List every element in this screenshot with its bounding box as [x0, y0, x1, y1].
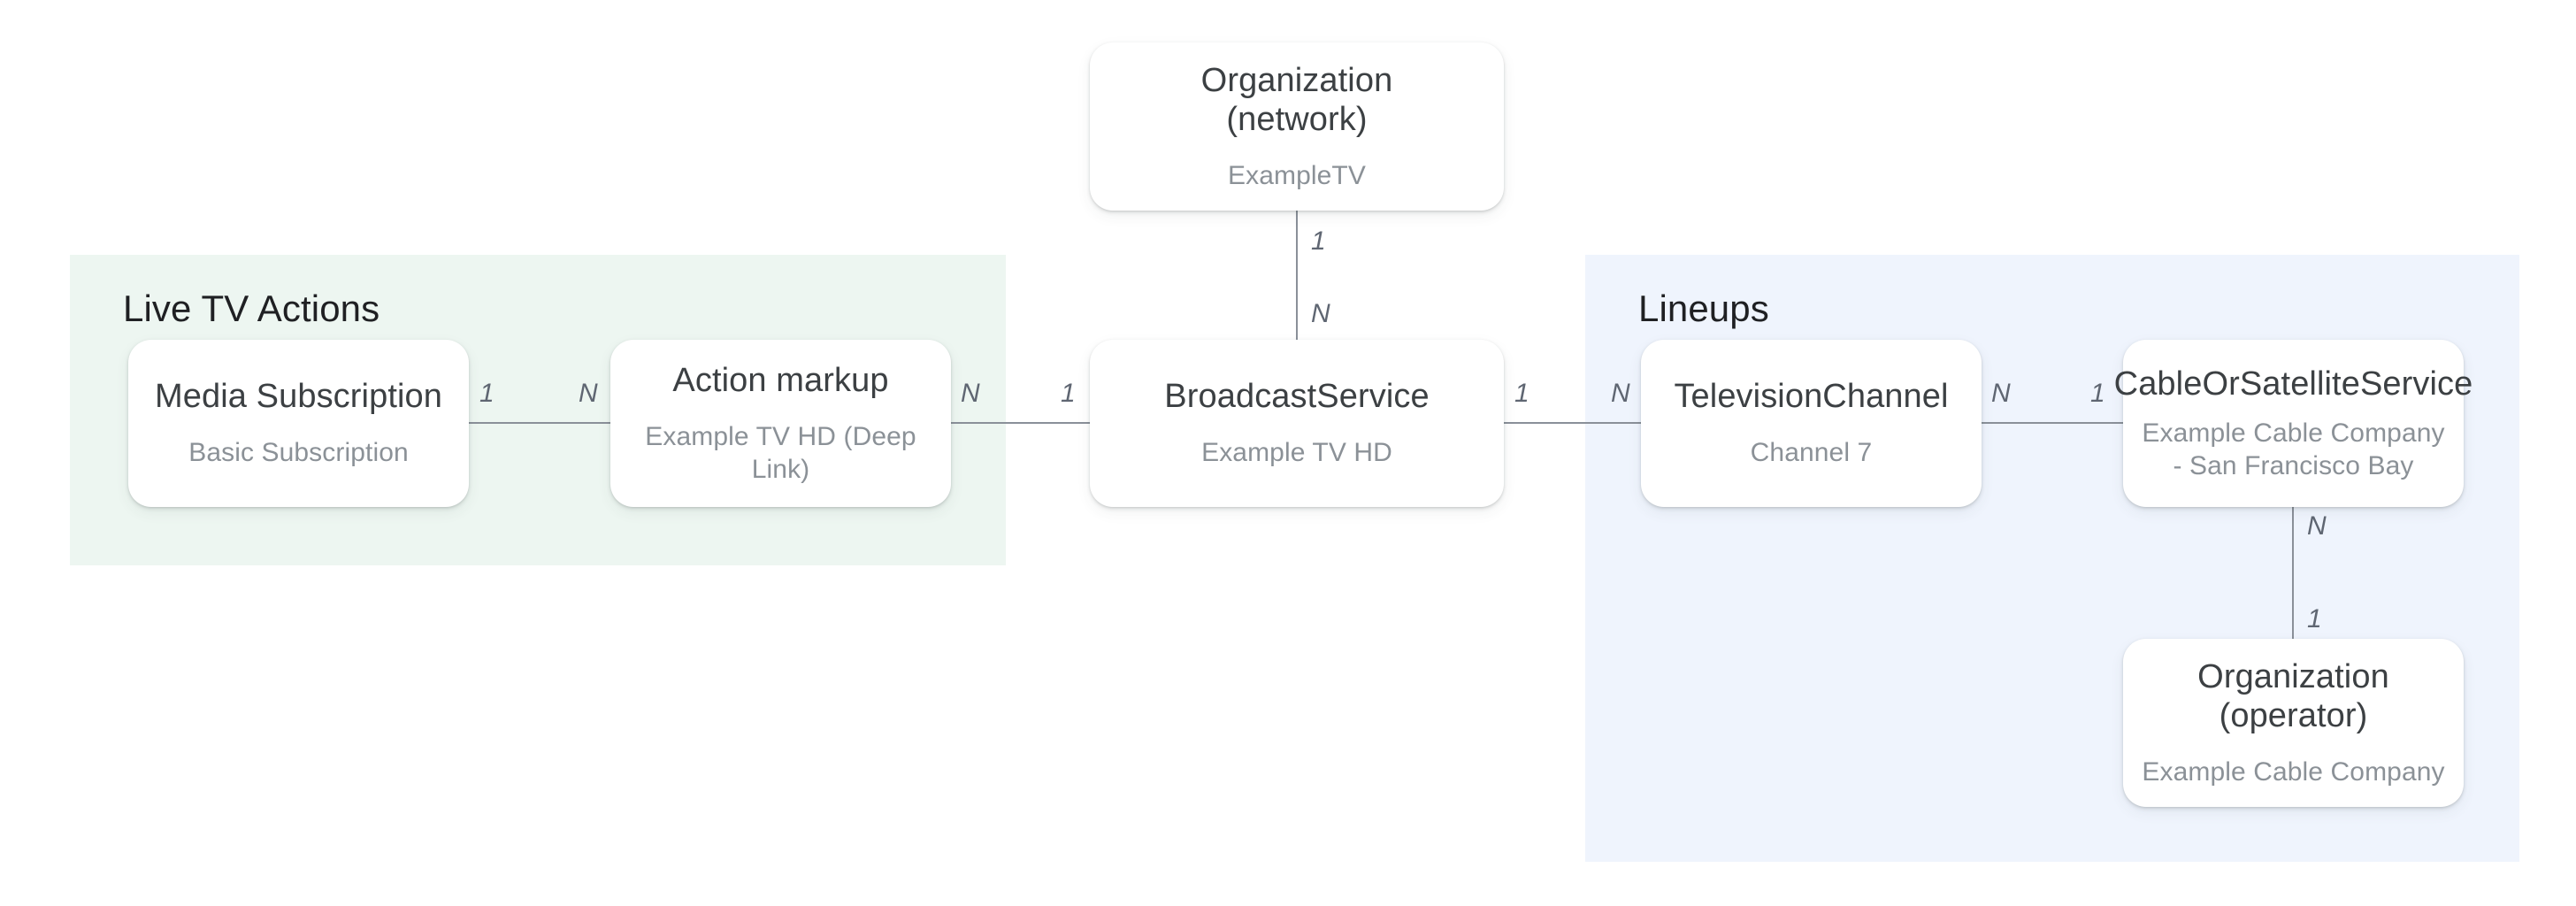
edge-line-org-network-to-broadcast	[1296, 211, 1298, 340]
node-media-subscription-title: Media Subscription	[155, 378, 442, 416]
node-organization-network-subtitle: ExampleTV	[1228, 161, 1366, 191]
edge-label-television-channel-to-cable-to: 1	[2090, 379, 2105, 408]
node-media-subscription-subtitle: Basic Subscription	[188, 438, 409, 468]
node-organization-operator-subtitle: Example Cable Company	[2142, 757, 2445, 787]
node-cable-or-satellite-service-subtitle: Example Cable Company - San Francisco Ba…	[2142, 418, 2445, 480]
edge-line-cable-to-org-operator	[2292, 507, 2294, 639]
edge-label-broadcast-to-television-channel-to: N	[1611, 379, 1630, 408]
node-cable-or-satellite-service-title: CableOrSatelliteService	[2113, 365, 2473, 403]
node-action-markup[interactable]: Action markup Example TV HD (Deep Link)	[610, 340, 951, 507]
node-broadcast-service[interactable]: BroadcastService Example TV HD	[1090, 340, 1504, 507]
node-television-channel-title: TelevisionChannel	[1674, 378, 1949, 416]
node-broadcast-service-subtitle: Example TV HD	[1201, 438, 1392, 468]
node-broadcast-service-title: BroadcastService	[1164, 378, 1430, 416]
node-organization-network-title-line2: (network)	[1226, 101, 1368, 139]
edge-line-media-subscription-to-action	[467, 422, 612, 424]
node-organization-network-title: Organization (network)	[1201, 61, 1393, 141]
node-action-markup-title: Action markup	[672, 361, 889, 399]
edge-label-media-subscription-to-action-from: 1	[479, 379, 494, 408]
node-organization-network-title-line1: Organization	[1200, 61, 1393, 99]
node-organization-network[interactable]: Organization (network) ExampleTV	[1090, 42, 1504, 211]
node-organization-operator[interactable]: Organization (operator) Example Cable Co…	[2123, 639, 2464, 807]
panel-lineups-title: Lineups	[1638, 288, 1769, 329]
edge-label-org-network-to-broadcast-from: 1	[1311, 226, 1326, 256]
node-organization-operator-title: Organization (operator)	[2197, 657, 2389, 735]
node-television-channel[interactable]: TelevisionChannel Channel 7	[1641, 340, 1982, 507]
edge-label-action-to-broadcast-from: N	[961, 379, 980, 408]
node-media-subscription[interactable]: Media Subscription Basic Subscription	[128, 340, 469, 507]
edge-line-broadcast-to-television-channel	[1502, 422, 1643, 424]
edge-label-org-network-to-broadcast-to: N	[1311, 299, 1330, 328]
node-action-markup-subtitle: Example TV HD (Deep Link)	[645, 421, 916, 484]
edge-label-cable-to-org-operator-to: 1	[2307, 604, 2322, 633]
edge-label-media-subscription-to-action-to: N	[579, 379, 598, 408]
node-cable-or-satellite-service[interactable]: CableOrSatelliteService Example Cable Co…	[2114, 340, 2472, 507]
panel-live-tv-actions-title: Live TV Actions	[123, 288, 380, 329]
edge-label-action-to-broadcast-to: 1	[1061, 379, 1076, 408]
edge-label-broadcast-to-television-channel-from: 1	[1514, 379, 1530, 408]
edge-line-action-to-broadcast	[949, 422, 1092, 424]
edge-label-television-channel-to-cable-from: N	[1991, 379, 2011, 408]
edge-label-cable-to-org-operator-from: N	[2307, 511, 2327, 541]
node-television-channel-subtitle: Channel 7	[1750, 438, 1873, 468]
edge-line-television-channel-to-cable	[1980, 422, 2125, 424]
